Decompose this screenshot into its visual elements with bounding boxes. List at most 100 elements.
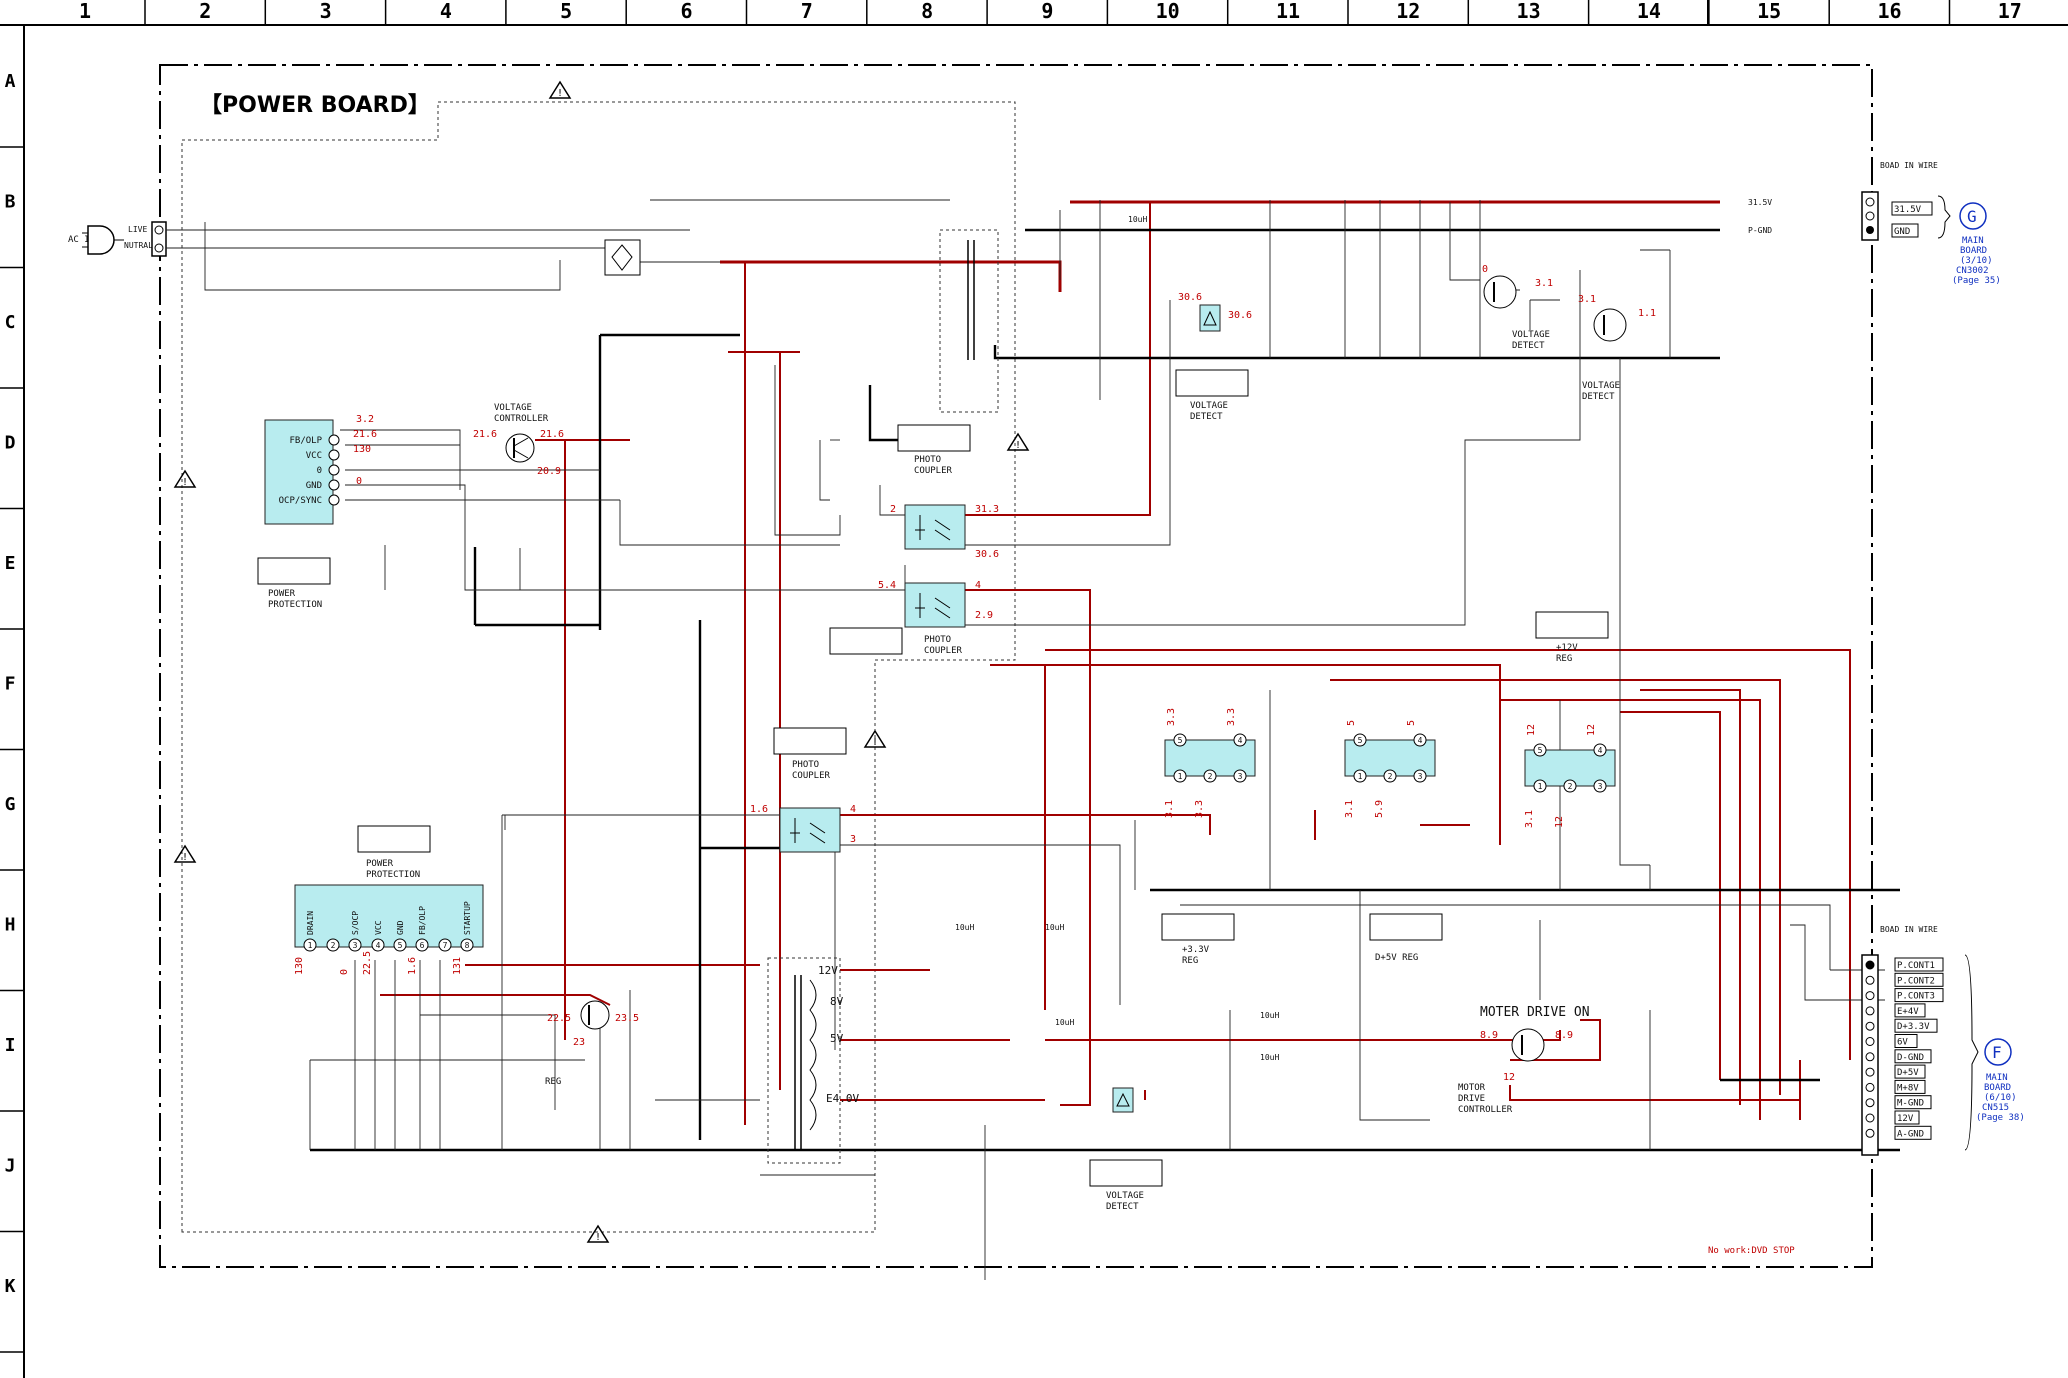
board-frame [159,64,1873,1268]
primary-area [181,101,1016,1233]
connector-f-pin-box [1894,1095,1932,1110]
main-transformer [939,229,999,413]
q-detect2-v-1: 1.1 [1638,308,1656,319]
ic-bottom-pin-label: STARTUP [463,901,472,935]
regulator-pin [1233,733,1247,747]
column-label: 5 [560,0,572,23]
connector-f-pin-box [1894,972,1944,987]
svg-text:!: ! [1015,440,1021,451]
regulator-pin-number: 5 [1358,736,1363,745]
reg-33v-box [1161,913,1235,941]
regulator-pin-number: 5 [1178,736,1183,745]
row-label: A [5,71,16,92]
column-label: 17 [1998,0,2022,23]
svg-text:31.5V: 31.5V [1748,198,1772,207]
svg-text:(3/10): (3/10) [1960,256,1993,266]
svg-text:(6/10): (6/10) [1984,1093,2017,1103]
row-label: I [5,1035,16,1056]
connector-f-pin-label: P.CONT1 [1897,961,1935,971]
q-controller-v-2: 20.9 [537,466,561,477]
regulator-side-voltage: 3.1 [1164,800,1175,818]
regulator-pin-number: 2 [1388,772,1393,781]
regulator-pin [1203,769,1217,783]
shunt-regulator [1199,304,1221,332]
svg-text:GND: GND [1894,227,1910,237]
svg-text:CN515: CN515 [1982,1103,2009,1113]
ic-bottom-pin [371,938,385,952]
signal-wiring [166,199,1885,1280]
ic-bottom-pin [393,938,407,952]
row-label: C [5,312,16,333]
connector-f-pin-box [1894,1110,1920,1125]
column-label: 9 [1041,0,1053,23]
ic-top-pin-label: 0 [317,466,322,476]
column-label: 15 [1757,0,1781,23]
controller-transistor [505,433,535,463]
regulator-pin-number: 3 [1418,772,1423,781]
reg-label: REG [545,1077,561,1087]
row-label: D [5,433,16,454]
regulator-pin [1233,769,1247,783]
zener-v-0: 30.6 [1178,292,1202,303]
regulator-top-voltage: 5 [1346,720,1357,726]
regulator-top-voltage: 12 [1586,724,1597,736]
tap-e4v: E4.0V [826,1092,859,1105]
connector-f-pin-box [1894,1064,1926,1079]
ground-traces [310,228,1900,1152]
ic-bottom-pin [438,938,452,952]
tap-5v: 5V [830,1032,844,1045]
row-label: E [5,553,16,574]
q-detect1-v-0: 0 [1482,264,1488,275]
regulator-side-voltage: 12 [1554,816,1565,828]
ic-top-pin-label: VCC [306,451,322,461]
connector-f-pin-box [1894,1034,1918,1048]
svg-text:F: F [1992,1043,2002,1062]
row-label: K [5,1276,16,1297]
svg-text:BOARD: BOARD [1960,246,1987,256]
q-detect2-v-0: 3.1 [1578,294,1596,305]
svg-text:MAIN: MAIN [1986,1073,2008,1083]
connector-f-pin [1865,1006,1875,1016]
regulator-pin-number: 1 [1178,772,1183,781]
regulator-side-voltage: 3.1 [1524,810,1535,828]
ic-bottom-pin-number: 1 [308,941,313,950]
connector-f-pin-label: 6V [1897,1038,1908,1048]
photo-coupler-box-3 [773,727,847,755]
ic-top-pin-label: GND [306,481,322,491]
connector-f-pin-label: 12V [1897,1114,1914,1124]
regulator-pin-number: 4 [1418,736,1423,745]
q-reg-v-1: 23.5 [615,1013,639,1024]
connector-f-pin [1865,1098,1875,1108]
ic-bottom-pin-label: S/OCP [351,911,360,935]
regulator-pin-number: 5 [1538,746,1543,755]
regulator-pin [1353,733,1367,747]
connector-f-pin-label: A-GND [1897,1129,1924,1139]
regulator-pin-number: 2 [1208,772,1213,781]
coupler-mid-v-0: 5.4 [878,580,896,591]
column-label: 16 [1877,0,1901,23]
connector-f-pin [1865,960,1875,970]
inductor-label-4: 10uH [1055,1018,1074,1027]
regulator-pin [1173,769,1187,783]
tap-8v: 8V [830,995,844,1008]
ic-top-pin [328,449,340,461]
svg-text:G: G [1967,207,1977,226]
tap-12v: 12V [818,964,838,977]
column-label: 14 [1637,0,1661,23]
connector-f-pin-label: E+4V [1897,1007,1919,1017]
motor-v-1: 8.9 [1555,1030,1573,1041]
inductor-label-5: 10uH [1260,1011,1279,1020]
regulator-side-voltage: 3.1 [1344,800,1355,818]
q-controller-v-1: 21.6 [540,429,564,440]
ic-bottom-pin-number: 3 [353,941,358,950]
